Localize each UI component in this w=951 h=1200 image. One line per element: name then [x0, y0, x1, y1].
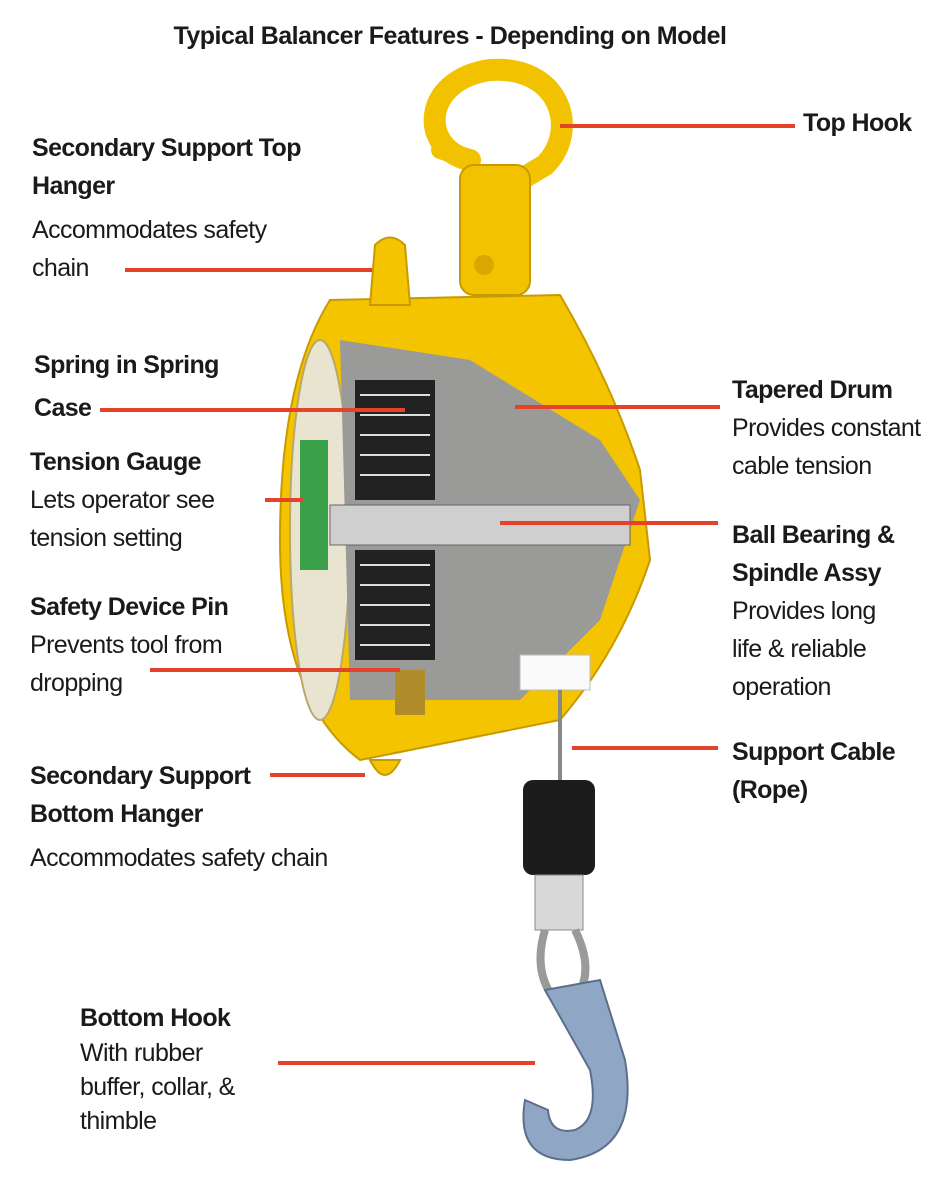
- leader-line-top-hook: [560, 124, 795, 128]
- leader-line-bottom-hook: [278, 1061, 535, 1065]
- label-tapered-drum-name: Tapered Drum: [732, 376, 893, 404]
- label-tension-desc1: Lets operator see: [30, 486, 215, 514]
- label-secondary-top-name1: Secondary Support Top: [32, 134, 302, 162]
- label-secondary-bottom-desc: Accommodates safety chain: [30, 844, 328, 872]
- bottom-hook-image: [522, 690, 629, 1162]
- leader-line-secondary-bottom: [270, 773, 365, 777]
- leader-line-tension: [265, 498, 303, 502]
- leader-line-support-cable: [572, 746, 718, 750]
- label-secondary-bottom-name2: Bottom Hanger: [30, 800, 203, 828]
- label-bottom-hook-desc2: buffer, collar, &: [80, 1073, 235, 1101]
- leader-line-ball-bearing: [500, 521, 718, 525]
- label-support-cable-name2: (Rope): [732, 776, 808, 804]
- label-ball-bearing-desc3: operation: [732, 673, 831, 701]
- diagram-title: Typical Balancer Features - Depending on…: [173, 22, 727, 50]
- label-safety-pin-desc2: dropping: [30, 669, 123, 697]
- leader-line-tapered-drum: [515, 405, 720, 409]
- leader-line-spring: [100, 408, 405, 412]
- label-tension-name: Tension Gauge: [30, 448, 202, 476]
- label-top-hook-name: Top Hook: [803, 109, 912, 137]
- label-ball-bearing-desc1: Provides long: [732, 597, 876, 625]
- label-tension-desc2: tension setting: [30, 524, 183, 552]
- leader-line-secondary-top: [125, 268, 372, 272]
- label-safety-pin-desc1: Prevents tool from: [30, 631, 223, 659]
- label-bottom-hook-desc1: With rubber: [80, 1039, 203, 1067]
- label-secondary-top-name2: Hanger: [32, 172, 115, 200]
- label-ball-bearing-name2: Spindle Assy: [732, 559, 881, 587]
- label-spring-name2: Case: [34, 394, 92, 422]
- label-tapered-drum-desc2: cable tension: [732, 452, 872, 480]
- label-secondary-bottom-name1: Secondary Support: [30, 762, 251, 790]
- label-bottom-hook-name: Bottom Hook: [80, 1004, 231, 1032]
- label-spring-name1: Spring in Spring: [34, 351, 219, 379]
- label-secondary-top-desc1: Accommodates safety: [32, 216, 267, 244]
- label-safety-pin-name: Safety Device Pin: [30, 593, 229, 621]
- label-ball-bearing-desc2: life & reliable: [732, 635, 867, 663]
- top-hook-image: [423, 58, 573, 296]
- label-secondary-top-desc2: chain: [32, 254, 89, 282]
- label-bottom-hook-desc3: thimble: [80, 1107, 157, 1135]
- label-ball-bearing-name1: Ball Bearing &: [732, 521, 895, 549]
- label-tapered-drum-desc1: Provides constant: [732, 414, 921, 442]
- leader-line-safety-pin: [150, 668, 400, 672]
- label-support-cable-name1: Support Cable: [732, 738, 896, 766]
- balancer-body-image: [278, 236, 652, 776]
